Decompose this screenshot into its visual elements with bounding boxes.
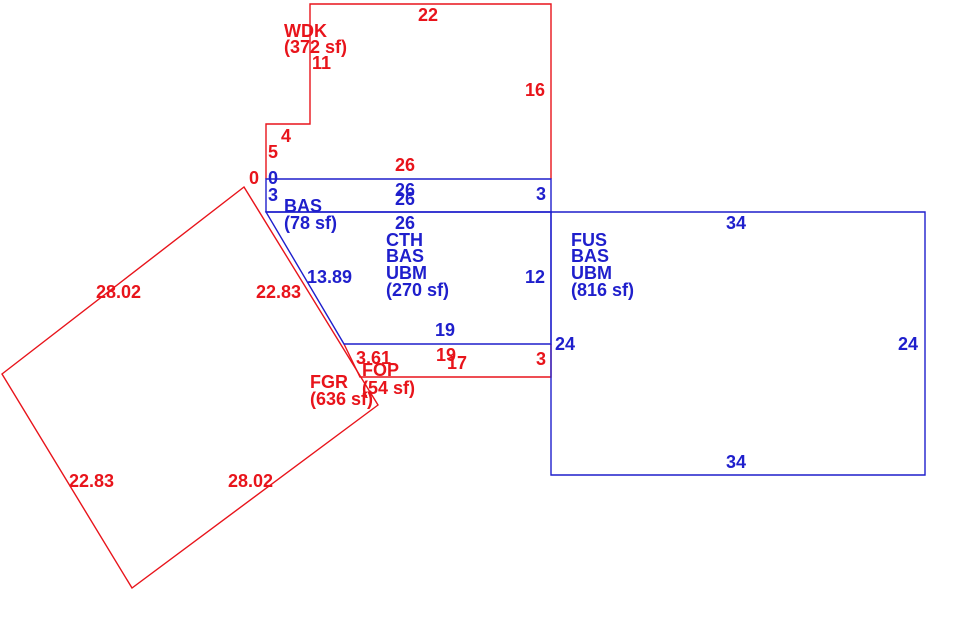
cth-bas-code: BAS — [386, 246, 424, 266]
dim-fop-top: 19 — [436, 345, 456, 365]
dim-bas-left: 3 — [268, 185, 278, 205]
dim-wdk-bottom: 26 — [395, 155, 415, 175]
dim-fus-top: 34 — [726, 213, 746, 233]
dim-zero-blue: 0 — [268, 168, 278, 188]
dim-fus-right: 24 — [898, 334, 918, 354]
dim-fgr-top-right: 22.83 — [256, 282, 301, 302]
dim-bas-top: 26 — [395, 180, 415, 200]
dim-fop-diagonal: 3.61 — [356, 348, 391, 368]
dim-fgr-top-left: 28.02 — [96, 282, 141, 302]
fgr-code: FGR — [310, 372, 348, 392]
dim-fgr-bottom-right: 28.02 — [228, 471, 273, 491]
dim-fop-right: 3 — [536, 349, 546, 369]
dim-bas-bottom-a: 26 — [395, 189, 415, 209]
dim-cth-diagonal: 13.89 — [307, 267, 352, 287]
dim-fgr-bottom-left: 22.83 — [69, 471, 114, 491]
bas-area: (78 sf) — [284, 213, 337, 233]
dim-cth-bottom: 19 — [435, 320, 455, 340]
fus-outline — [550, 211, 926, 476]
wdk-outline — [265, 3, 552, 179]
wdk-area: (372 sf) — [284, 37, 347, 57]
bas-code: BAS — [284, 196, 322, 216]
fus-ubm-code: UBM — [571, 263, 612, 283]
dim-fus-bottom: 34 — [726, 452, 746, 472]
dim-fus-left: 24 — [555, 334, 575, 354]
cth-ubm-code: UBM — [386, 263, 427, 283]
dim-wdk-step-top: 11 — [312, 53, 331, 73]
fop-area: (54 sf) — [362, 378, 415, 398]
fgr-outline — [1, 185, 379, 590]
dim-wdk-step-side: 4 — [281, 126, 291, 146]
fus-code: FUS — [571, 230, 607, 250]
fus-area: (816 sf) — [571, 280, 634, 300]
fus-bas-code: BAS — [571, 246, 609, 266]
dim-zero-red: 0 — [249, 168, 259, 188]
dim-bas-right: 3 — [536, 184, 546, 204]
dim-cth-right: 12 — [525, 267, 545, 287]
wdk-code: WDK — [284, 21, 327, 41]
dim-wdk-top: 22 — [418, 5, 438, 25]
dim-wdk-right: 16 — [525, 80, 545, 100]
cth-code: CTH — [386, 230, 423, 250]
cth-area: (270 sf) — [386, 280, 449, 300]
dim-fop-bottom: 17 — [447, 353, 467, 373]
fgr-area: (636 sf) — [310, 389, 373, 409]
fop-code: FOP — [362, 360, 399, 380]
dim-bas-bottom-b: 26 — [395, 213, 415, 233]
dim-wdk-left: 5 — [268, 142, 278, 162]
